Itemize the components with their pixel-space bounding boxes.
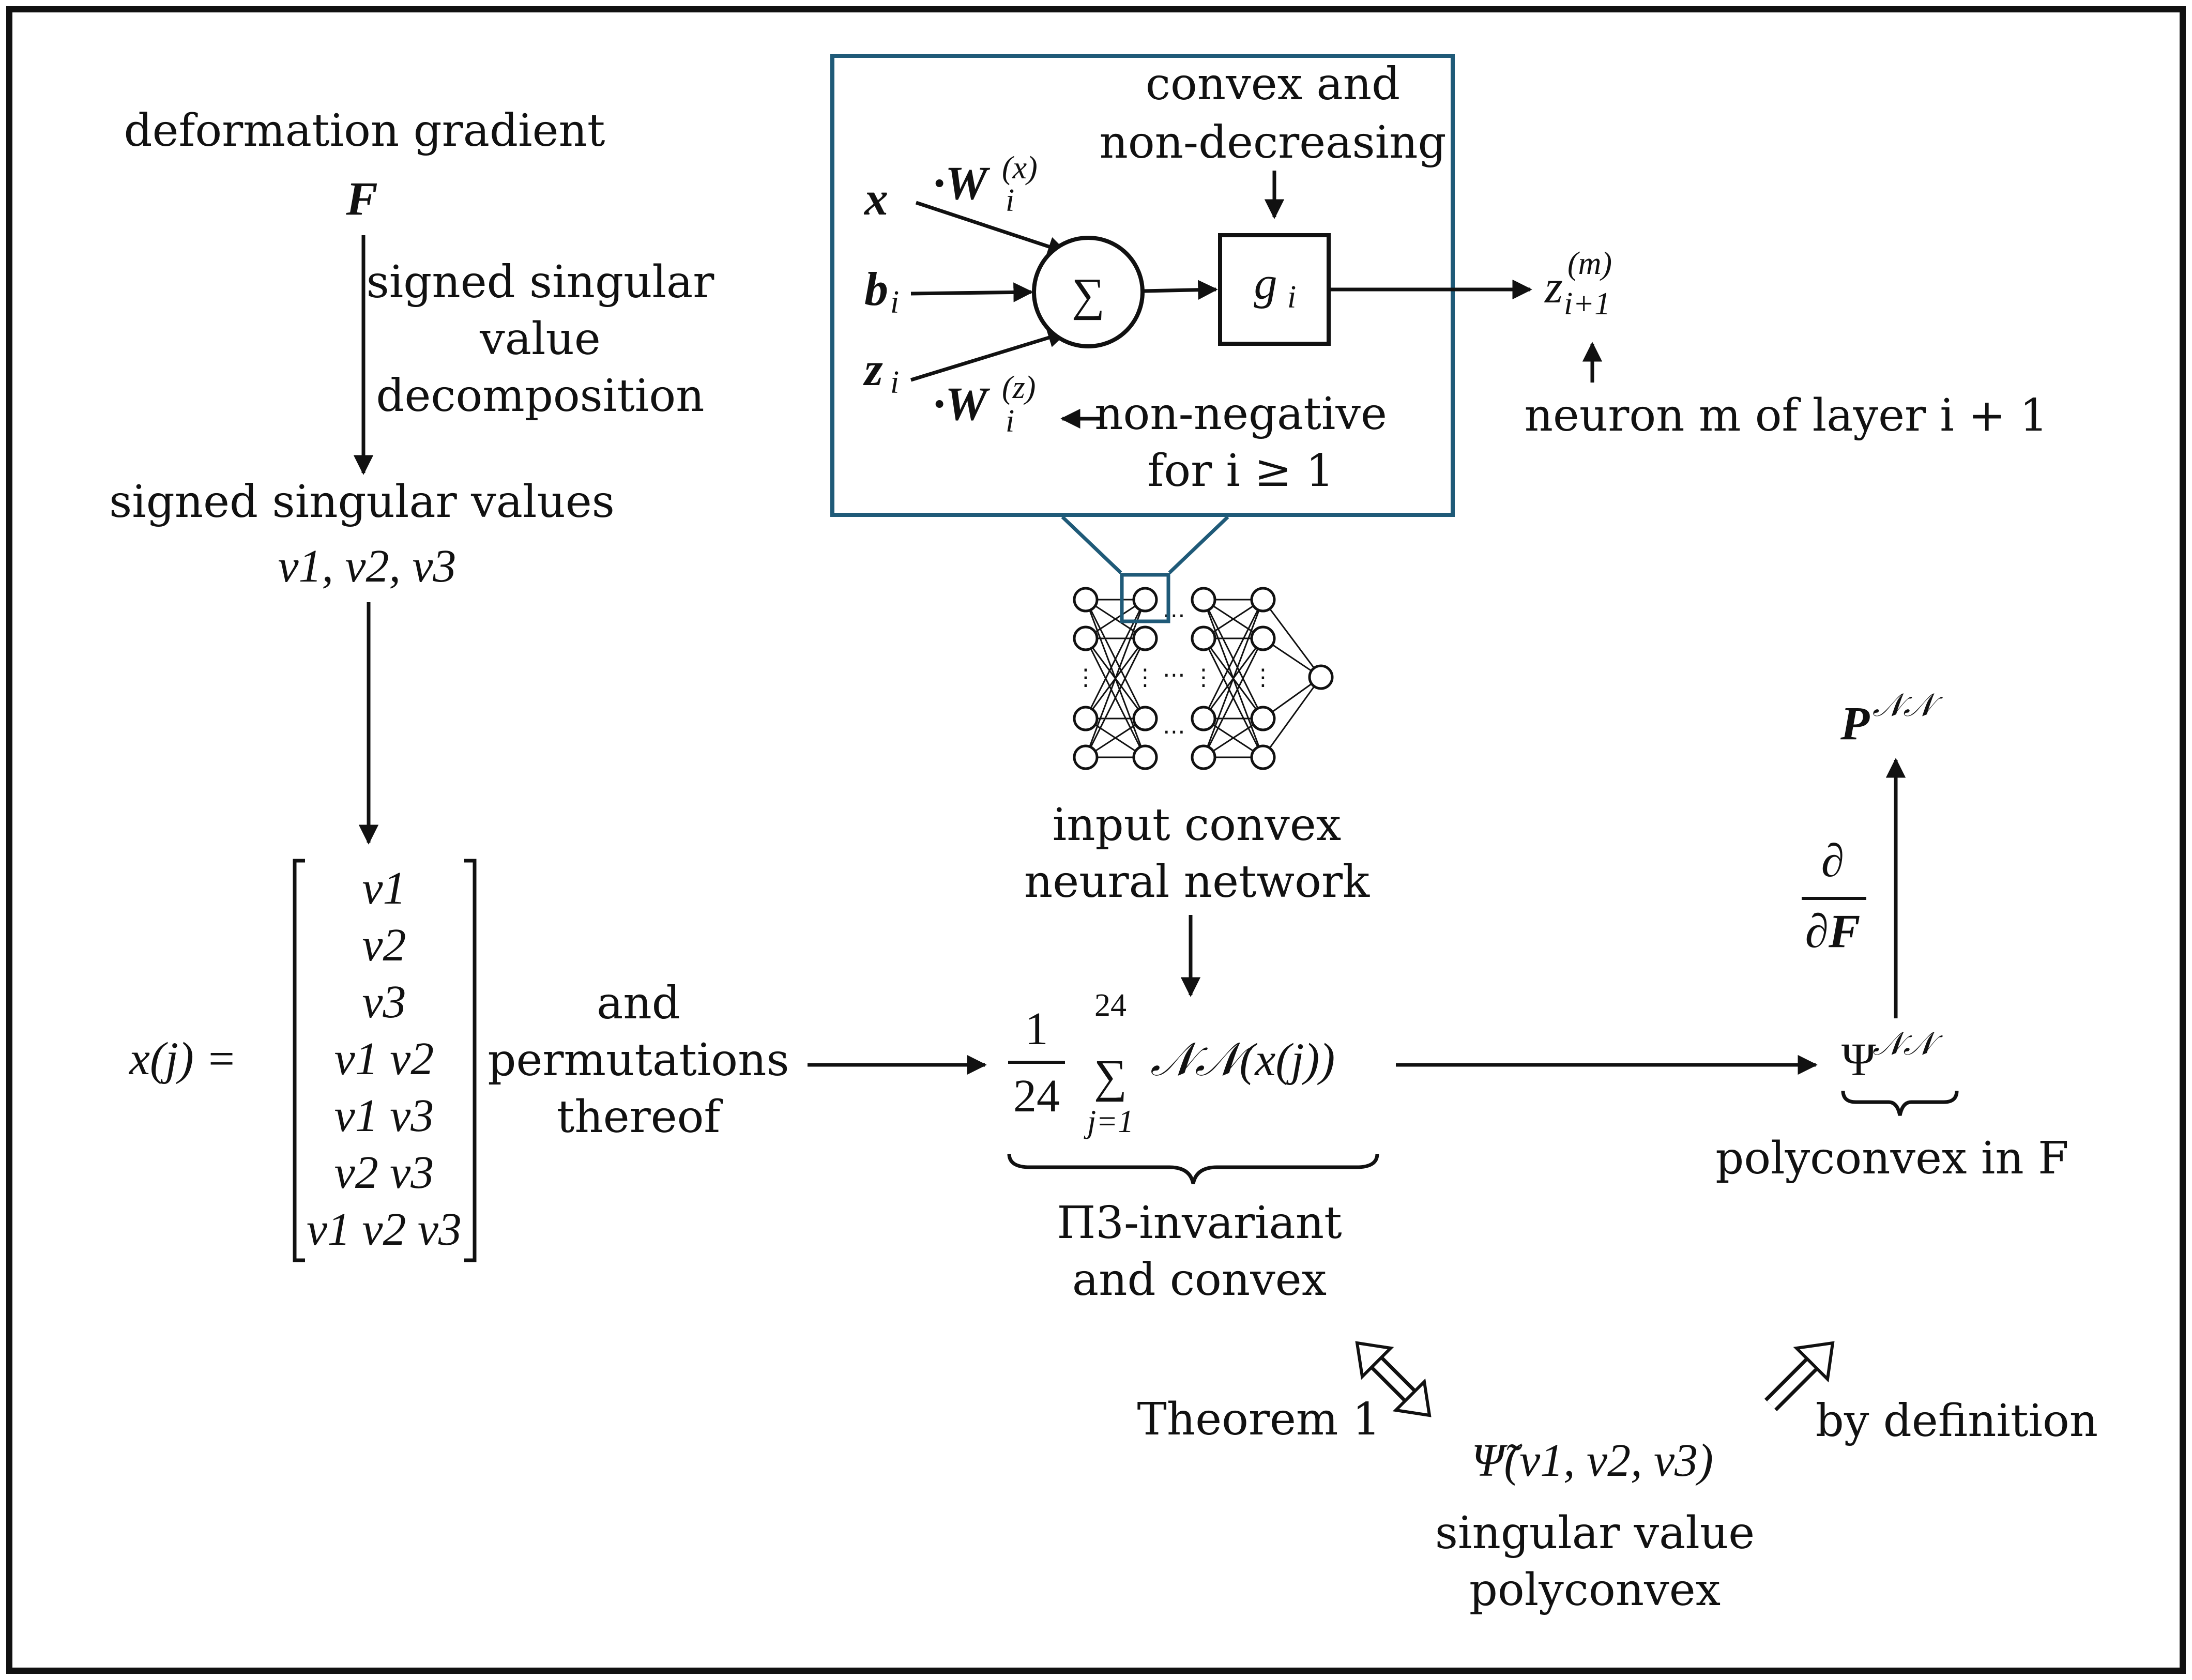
input-vector-lhs: x(j) = [128,1033,237,1085]
neuron-input-z-sub: i [890,365,899,400]
activation-box [1218,233,1331,346]
vector-entry: ν1 ν3 [334,1090,434,1141]
vector-entry: ν1 ν2 ν3 [307,1204,462,1255]
average-upper-limit: 24 [1094,988,1127,1023]
outer-frame [6,6,2186,1674]
average-denominator: 24 [1013,1071,1060,1122]
vector-left-bracket [293,859,305,1262]
activation-subscript: i [1287,280,1296,315]
vector-entries: ν1 ν2 ν3 ν1 ν2 ν1 ν3 ν2 ν3 ν1 ν2 ν3 [307,863,462,1255]
neural-network-graphic: ⋮ ⋮ ⋮ ⋮ ⋯ ⋯ ⋯ [1073,573,1334,770]
summation-symbol: ∑ [1072,269,1105,320]
input-z-arrow [910,328,1068,382]
derivative-numerator: ∂ [1821,835,1844,887]
network-ellipses: ⋮ ⋮ ⋮ ⋮ ⋯ ⋯ ⋯ [1074,602,1274,745]
neuron-output-subscript: i+1 [1564,286,1610,322]
svd-label-line3: decomposition [376,370,704,422]
average-numerator: 1 [1025,1003,1048,1055]
nonneg-label-line1: non-negative [1094,388,1387,440]
vector-right-bracket [464,859,477,1262]
activation-symbol: g [1254,258,1277,309]
vector-entry: ν1 ν2 [334,1033,434,1085]
potential-underbrace [1841,1090,1959,1116]
signed-singular-values-label: signed singular values [109,476,615,528]
network-caption-line1: input convex [1053,799,1342,851]
stress-symbol: P [1840,697,1870,750]
weight-x-subscript: i [1006,183,1014,218]
highlighted-neuron-box [1120,573,1170,623]
vector-entry: ν2 [362,920,406,971]
activation-property-line2: non-decreasing [1099,117,1446,169]
zoom-connector-left [1061,515,1122,574]
potential-symbol: Ψ [1841,1034,1876,1086]
signed-singular-values-symbols: ν1, ν2, ν3 [278,541,456,592]
zoom-connector-right [1168,515,1229,574]
definition-implication-arrow [1764,1341,1835,1412]
input-x-arrow [915,201,1068,256]
svg-text:⋯: ⋯ [1163,719,1185,745]
svg-text:⋮: ⋮ [1192,664,1215,691]
permutations-label-line3: thereof [557,1091,723,1143]
vector-entry: ν2 ν3 [334,1147,434,1198]
svg-text:⋮: ⋮ [1134,664,1156,691]
weight-x-label: ·W [933,157,991,209]
vector-entry: ν3 [362,976,406,1028]
activation-property-line1: convex and [1146,58,1400,110]
average-caption-line2: and convex [1072,1254,1327,1306]
neuron-output-symbol: z [1544,262,1563,313]
stress-superscript: 𝒩𝒩 [1873,688,1943,723]
average-lower-limit: j=1 [1084,1104,1134,1139]
svd-label-line2: value [479,313,601,365]
sv-polyconvex-line1: singular value [1435,1507,1755,1559]
weight-z-superscript: (z) [1002,370,1036,405]
derivative-denominator: ∂F [1805,905,1861,957]
network-nodes [1073,587,1334,770]
potential-caption: polyconvex in F [1715,1133,2068,1184]
permutations-label-line1: and [597,978,680,1029]
vector-entry: ν1 [362,863,406,914]
neuron-input-x: x [863,172,888,225]
psi-tilde-expression: Ψ̃(ν1, ν2, ν3) [1471,1435,1713,1486]
average-sum-symbol: ∑ [1094,1051,1127,1102]
neuron-caption: neuron m of layer i + 1 [1525,390,2048,441]
sum-to-activation-arrow [1143,280,1218,300]
svg-text:⋮: ⋮ [1074,664,1097,691]
svd-label-line1: signed singular [367,256,715,308]
neuron-input-b: b [864,263,888,315]
weight-z-subscript: i [1006,404,1014,439]
weight-z-label: ·W [933,377,991,430]
deformation-gradient-symbol: F [345,172,377,225]
neuron-input-b-sub: i [890,285,899,320]
svg-text:⋯: ⋯ [1163,662,1185,688]
summation-node [1032,236,1145,348]
input-b-arrow [910,282,1033,302]
nonneg-label-line2: for i ≥ 1 [1147,445,1334,497]
svg-text:⋮: ⋮ [1252,664,1274,691]
sv-polyconvex-line2: polyconvex [1469,1564,1721,1616]
average-caption-line1: Π3-invariant [1057,1197,1342,1249]
deformation-gradient-label: deformation gradient [124,105,605,157]
average-term: 𝒩𝒩(x(j)) [1150,1034,1335,1086]
svg-text:⋯: ⋯ [1163,602,1185,629]
theorem-equivalence-arrow [1355,1341,1432,1417]
neuron-input-z: z [863,343,883,395]
permutations-label-line2: permutations [488,1034,789,1086]
network-caption-line2: neural network [1024,856,1370,908]
weight-x-superscript: (x) [1002,150,1038,186]
potential-superscript: 𝒩𝒩 [1873,1027,1943,1062]
neuron-output-superscript: (m) [1567,246,1612,281]
average-underbrace [1007,1153,1379,1184]
theorem-label: Theorem 1 [1137,1394,1380,1445]
definition-label: by definition [1816,1395,2098,1447]
